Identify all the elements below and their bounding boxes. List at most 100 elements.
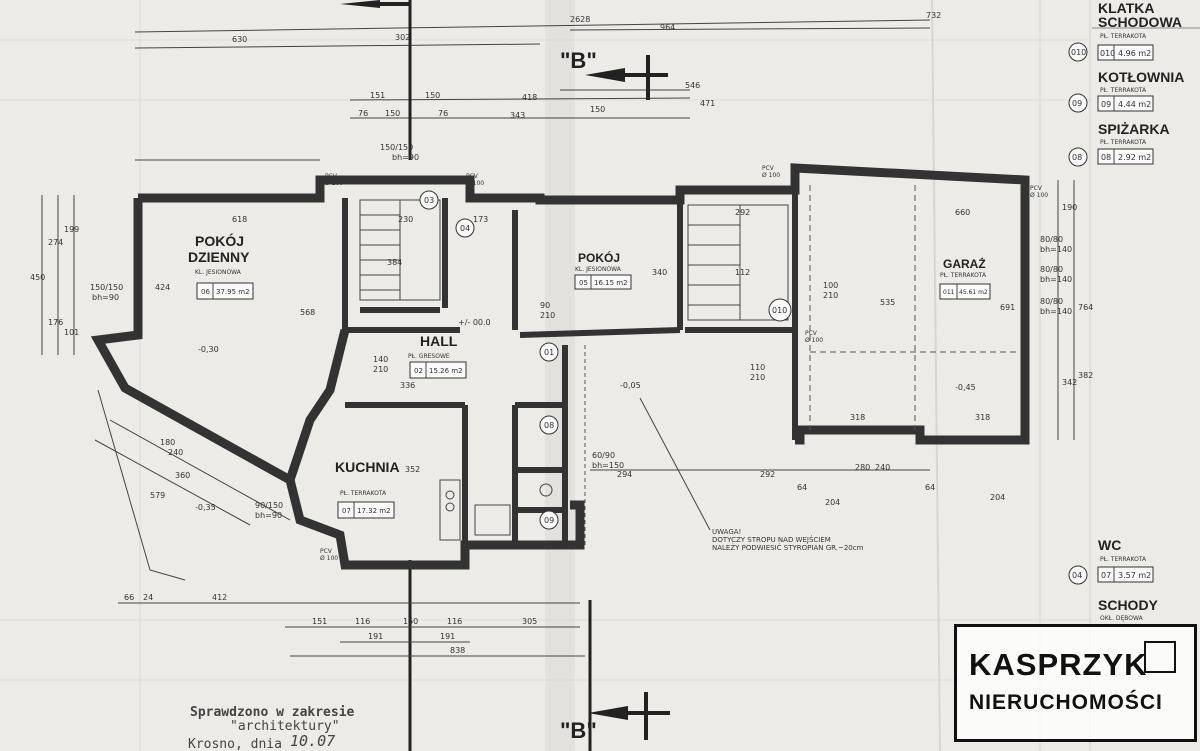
legend-klatka-name-2: SCHODOWA [1098, 14, 1182, 30]
dim-24: 24 [143, 593, 153, 602]
tag-09: 09 [544, 516, 554, 525]
legend-schody-name: SCHODY [1098, 597, 1159, 613]
dim-116b: 116 [447, 617, 462, 626]
section-b-top: "B" [560, 48, 597, 73]
garaz-box [939, 283, 991, 300]
dim-204b: 204 [990, 493, 1005, 502]
pokoj-area: 16.15 m2 [594, 279, 628, 287]
dim-360: 360 [175, 471, 190, 480]
dim-191a: 191 [368, 632, 383, 641]
legend-spizarka-name: SPIŻARKA [1098, 121, 1170, 137]
pcv-d-2: Ø 100 [466, 180, 484, 187]
uwaga-line-3: NALEŻY PODWIESIĆ STYROPIAN GR.~20cm [712, 543, 864, 552]
dim-210a: 210 [823, 291, 838, 300]
dim-294: 294 [617, 470, 632, 479]
dim-352: 352 [405, 465, 420, 474]
dim-top-8: 418 [522, 93, 537, 102]
dim-bh140-c: bh=140 [1040, 307, 1072, 316]
right-dimensions: 190 80/80 bh=140 80/80 bh=140 80/80 bh=1… [1040, 180, 1093, 440]
hall-level: +/- 00.0 [458, 318, 491, 327]
room-tags: 03 04 01 08 09 010 [419, 190, 792, 530]
dim-90: 90 [540, 301, 550, 310]
pcv-d-6: Ø 100 [805, 337, 823, 344]
hall-box [409, 361, 467, 379]
dim-top-9: 546 [685, 81, 700, 90]
paper-fold [545, 0, 575, 751]
dim-80-80-a: 80/80 [1040, 235, 1063, 244]
dim-bh90: bh=90 [255, 511, 282, 520]
legend-kotlownia-num: 09 [1101, 100, 1111, 109]
tag-04: 04 [460, 224, 470, 233]
legend-spizarka-tag: 08 [1072, 153, 1082, 162]
dim-305: 305 [522, 617, 537, 626]
dim-top-7: 150 [425, 91, 440, 100]
dim-180: 180 [160, 438, 175, 447]
legend-spizarka-num: 08 [1101, 153, 1111, 162]
tag-01: 01 [544, 348, 554, 357]
brand-line-1: KASPRZYK [969, 647, 1148, 682]
dim-window-left-bh: bh=90 [92, 293, 119, 302]
dim-top-1: 630 [232, 35, 247, 44]
garaz-floor: PŁ. TERRAKOTA [940, 272, 987, 279]
dim-292b: 292 [760, 470, 775, 479]
dim-bh150: bh=150 [592, 461, 624, 470]
legend-wc-tag: 04 [1072, 571, 1082, 580]
terrace-outline [94, 389, 291, 581]
legend-kotlownia-area: 4.44 m2 [1118, 100, 1151, 109]
room-kuchnia: KUCHNIA PŁ. TERRAKOTA 07 17.32 m2 [335, 459, 400, 519]
legend-schody-floor: OKŁ. DĘBOWA [1100, 615, 1144, 622]
staircase [359, 199, 789, 321]
pokoj-dzienny-name-2: DZIENNY [188, 249, 250, 265]
dim-top-2: 302 [395, 33, 410, 42]
uwaga-title: UWAGA! [712, 528, 741, 536]
dim-204a: 204 [825, 498, 840, 507]
dim-110: 110 [750, 363, 765, 372]
dim-top-10: 76 [358, 109, 368, 118]
uwaga-note: UWAGA! DOTYCZY STROPU NAD WEJŚCIEM NALEŻ… [639, 397, 864, 552]
dim-140: 140 [373, 355, 388, 364]
pokoj-dzienny-level: -0,30 [198, 345, 219, 354]
tag-08: 08 [544, 421, 554, 430]
room-hall: HALL PŁ. GRESOWE 02 15.26 m2 +/- 00.0 [408, 318, 491, 379]
pcv-6: PCV [805, 330, 818, 337]
dim-342: 342 [1062, 378, 1077, 387]
legend-klatka-num: 010 [1100, 49, 1115, 58]
dim-173: 173 [473, 215, 488, 224]
watermark-logo: KASPRZYK NIERUCHOMOŚCI [954, 624, 1197, 742]
kuchnia-area: 17.32 m2 [357, 507, 391, 515]
pcv-notes: PCV Ø 100 PCV Ø 100 PCV Ø 100 PCV Ø 100 … [320, 143, 1048, 562]
dim-101: 101 [64, 328, 79, 337]
dim-210d: 210 [750, 373, 765, 382]
dim-274: 274 [48, 238, 63, 247]
pcv-4: PCV [1030, 185, 1043, 192]
dim-top-3: 2628 [570, 15, 590, 24]
dim-112: 112 [735, 268, 750, 277]
dim-top-4: 964 [660, 23, 675, 32]
dim-top-6: 151 [370, 91, 385, 100]
garaz-name: GARAŻ [943, 256, 986, 271]
dim-top-14: 150 [590, 105, 605, 114]
pokoj-dzienny-area: 37.95 m2 [216, 288, 250, 296]
dim-660: 660 [955, 208, 970, 217]
exterior-walls [90, 163, 1030, 570]
kuchnia-floor: PŁ. TERRAKOTA [340, 490, 387, 497]
legend-wc-num: 07 [1101, 571, 1111, 580]
tag-010: 010 [772, 306, 787, 315]
dim-150b: 150 [403, 617, 418, 626]
section-b-bottom: "B" [560, 718, 597, 743]
pokoj-floor: KL. JESIONOWA [575, 266, 622, 273]
dim-64a: 64 [797, 483, 807, 492]
pcv-d-1: Ø 100 [325, 180, 343, 187]
left-dimensions: 450 274 199 176 101 150/150 bh=90 [30, 195, 123, 355]
pokoj-num: 05 [579, 279, 588, 287]
brand-line-2: NIERUCHOMOŚCI [969, 691, 1163, 714]
dim-691: 691 [1000, 303, 1015, 312]
legend-klatka-area: 4.96 m2 [1118, 49, 1151, 58]
uwaga-line-2: DOTYCZY STROPU NAD WEJŚCIEM [712, 535, 831, 544]
legend-kotlownia-floor: PŁ. TERRAKOTA [1100, 87, 1147, 94]
dim-bh140-a: bh=140 [1040, 245, 1072, 254]
dim-292: 292 [735, 208, 750, 217]
terrace-level: -0,35 [195, 503, 216, 512]
dim-384: 384 [387, 258, 402, 267]
